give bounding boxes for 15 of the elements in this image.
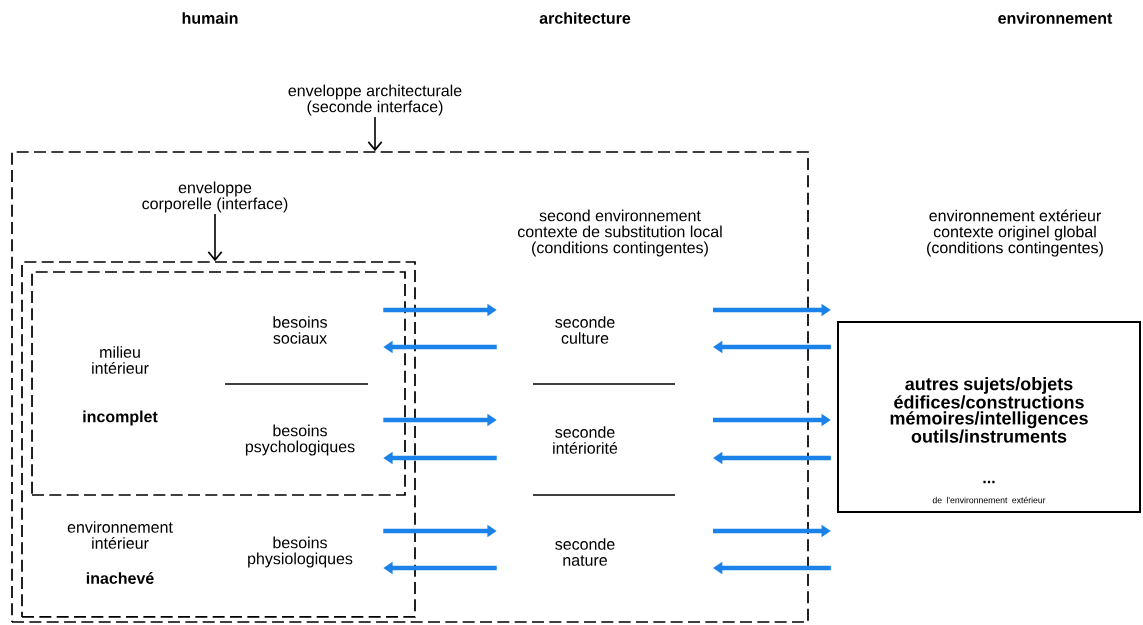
text-label: enveloppe architecturale (seconde interface) — [288, 84, 462, 116]
text-label: seconde culture — [555, 316, 615, 344]
text-label: seconde nature — [555, 538, 615, 566]
heading: environnement — [998, 12, 1113, 24]
text-label: environnement extérieur contexte originel global (conditions contingentes) — [927, 209, 1103, 257]
text-label: besoins physiologiques — [248, 536, 353, 568]
text-label: besoins sociaux — [273, 316, 327, 344]
arrow — [207, 213, 223, 262]
text-label: enveloppe corporelle (interface) — [142, 181, 288, 213]
text-box: autres sujets/objets édifices/constructions mémoires/intelligences outils/instruments ... de l'environnement extérieur — [837, 321, 1141, 513]
text-label: besoins psychologiques — [245, 424, 355, 456]
heading: architecture — [539, 12, 631, 24]
arrow — [367, 116, 383, 152]
text-label: seconde intériorité — [553, 426, 618, 454]
heading: humain — [182, 12, 238, 24]
